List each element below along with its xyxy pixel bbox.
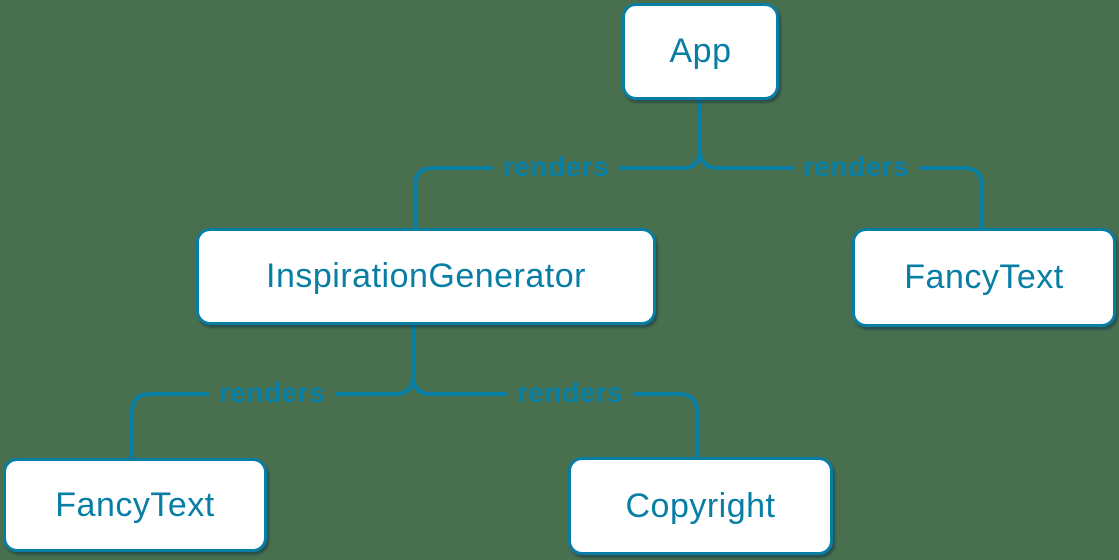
edge-label-renders-2: renders: [792, 151, 920, 183]
node-copyright: Copyright: [568, 457, 833, 555]
node-inspiration-generator-label: InspirationGenerator: [266, 257, 586, 295]
node-fancy-text-left: FancyText: [3, 458, 267, 552]
node-copyright-label: Copyright: [625, 486, 776, 525]
node-inspiration-generator: InspirationGenerator: [196, 228, 656, 325]
edge-label-renders-1: renders: [492, 151, 620, 183]
node-app: App: [622, 3, 779, 100]
edge-label-renders-3: renders: [208, 377, 336, 409]
edge-label-renders-4: renders: [506, 377, 634, 409]
node-fancy-text-right-label: FancyText: [904, 258, 1064, 296]
node-fancy-text-right: FancyText: [852, 228, 1116, 327]
node-fancy-text-left-label: FancyText: [55, 485, 215, 524]
node-app-label: App: [669, 32, 732, 70]
